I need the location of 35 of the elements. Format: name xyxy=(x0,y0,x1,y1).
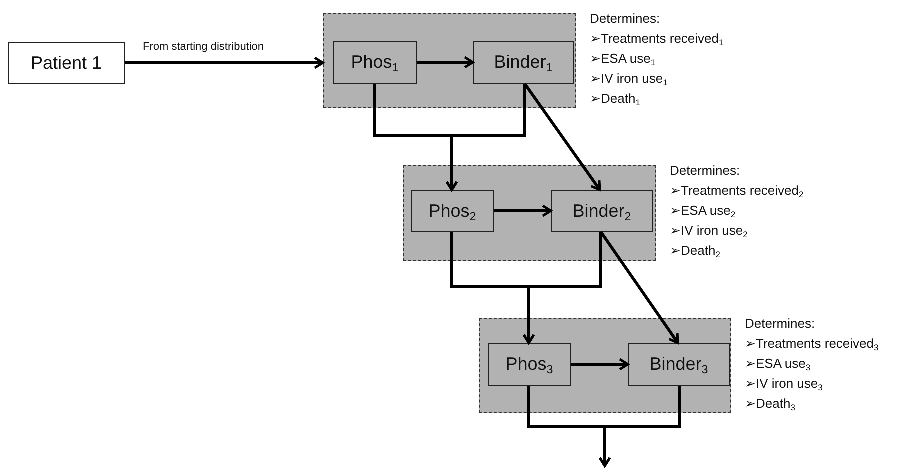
list-item: ➢ESA use$_{1}$ xyxy=(590,50,656,69)
edge-label: From starting distribution xyxy=(142,41,266,53)
arrow xyxy=(125,56,324,70)
list-heading: Determines: xyxy=(670,162,740,180)
group-panel xyxy=(323,13,576,108)
list-item: ➢IV iron use$_{2}$ xyxy=(670,222,748,241)
arrow xyxy=(524,83,602,192)
arrow xyxy=(522,232,602,344)
list-item: ➢IV iron use$_{1}$ xyxy=(590,70,668,89)
list-heading: Determines: xyxy=(590,10,660,28)
list-item: ➢Death$_{1}$ xyxy=(590,90,640,109)
arrow xyxy=(598,386,682,468)
process-box: Phos$_{3}$ xyxy=(488,343,571,386)
list-heading: Determines: xyxy=(745,315,816,333)
arrow xyxy=(600,231,680,344)
list-item: ➢IV iron use$_{3}$ xyxy=(745,375,823,394)
start-box: Patient 1 xyxy=(8,42,125,84)
process-box: Phos$_{1}$ xyxy=(333,41,417,84)
list-item: ➢Treatments received$_{1}$ xyxy=(590,30,724,49)
group-panel xyxy=(479,318,731,413)
process-box: Binder$_{1}$ xyxy=(473,41,574,84)
list-item: ➢Treatments received$_{2}$ xyxy=(670,182,804,201)
arrow xyxy=(417,56,474,69)
list-item: ➢Treatments received$_{3}$ xyxy=(745,335,879,354)
process-box: Phos$_{2}$ xyxy=(411,190,494,232)
arrow xyxy=(446,84,526,192)
process-box: Binder$_{2}$ xyxy=(551,190,653,232)
list-item: ➢ESA use$_{2}$ xyxy=(670,202,736,221)
list-item: ➢Death$_{2}$ xyxy=(670,242,720,261)
arrow xyxy=(494,204,552,218)
group-panel xyxy=(403,165,656,261)
arrow xyxy=(571,358,630,371)
process-box: Binder$_{3}$ xyxy=(628,343,730,386)
list-item: ➢ESA use$_{3}$ xyxy=(745,355,811,374)
list-item: ➢Death$_{3}$ xyxy=(745,395,796,414)
